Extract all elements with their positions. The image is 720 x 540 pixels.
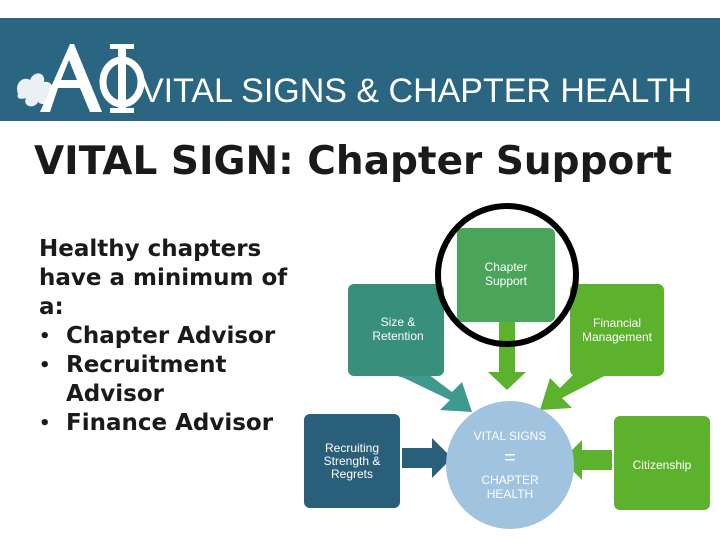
chapter-health-label-line1: CHAPTER [481,473,539,487]
recruiting-box: Recruiting Strength & Regrets [304,414,400,508]
chapter-health-circle: VITAL SIGNS = CHAPTER HEALTH [446,401,574,529]
recruiting-label-line3: Regrets [331,467,373,481]
size-retention-box: Size & Retention [348,284,444,376]
recruiting-label-line2: Strength & [324,454,381,468]
equals-sign: = [504,447,516,469]
header-title: VITAL SIGNS & CHAPTER HEALTH [141,72,693,110]
list-item: Recruitment Advisor [39,351,319,409]
financial-management-label-line2: Management [582,330,653,344]
recruiting-label-line1: Recruiting [325,441,379,455]
alpha-phi-logo [17,44,145,113]
list-item: Chapter Advisor [39,322,319,351]
financial-management-label-line1: Financial [593,316,641,330]
citizenship-box: Citizenship [614,416,710,510]
advisor-list: Chapter Advisor Recruitment Advisor Fina… [39,322,319,438]
arrow-recruiting-to-health [402,438,452,478]
chapter-support-label-line1: Chapter [485,260,528,274]
chapter-health-label-line2: HEALTH [487,487,533,501]
size-retention-label-line1: Size & [381,315,416,329]
arrow-citizenship-to-health [562,440,612,480]
vital-signs-label: VITAL SIGNS [474,429,547,443]
arrow-support-to-health [488,320,526,390]
requirements-text: Healthy chapters have a minimum of a: Ch… [39,235,319,438]
citizenship-label: Citizenship [633,458,692,472]
size-retention-label-line2: Retention [372,329,423,343]
list-item: Finance Advisor [39,409,319,438]
chapter-support-box: Chapter Support [457,228,555,322]
financial-management-box: Financial Management [570,284,664,376]
chapter-support-label-line2: Support [485,274,528,288]
intro-text: Healthy chapters have a minimum of a: [39,236,288,320]
slide-title: VITAL SIGN: Chapter Support [34,139,673,184]
highlight-circle [435,203,579,347]
header-banner: VITAL SIGNS & CHAPTER HEALTH [0,18,720,121]
